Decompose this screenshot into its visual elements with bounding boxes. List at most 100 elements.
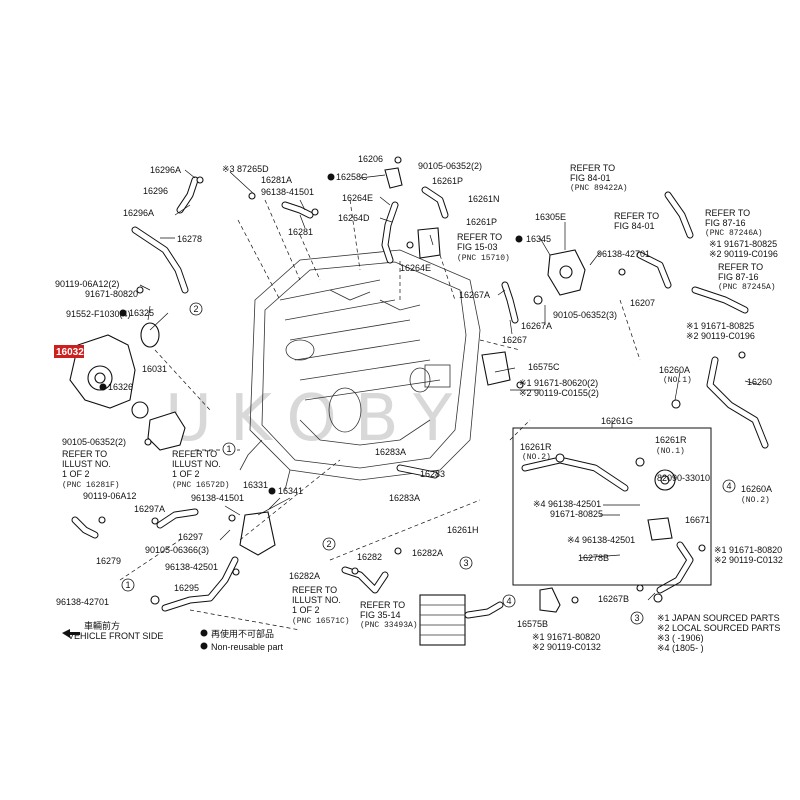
- highlight-box-16032: [54, 345, 84, 358]
- ref4-96138-42501-a: ※4 96138-42501: [533, 499, 601, 509]
- label-16305e: 16305E: [535, 212, 566, 222]
- label-16260a-1: 16260A: [659, 365, 690, 375]
- label-16341: 16341: [278, 486, 303, 496]
- label-16260a-2b: (NO.2): [741, 496, 770, 505]
- non-reusable-bullet-icon: [200, 629, 208, 637]
- label-16278: 16278: [177, 234, 202, 244]
- legend-front-en: VEHICLE FRONT SIDE: [68, 631, 163, 641]
- label-96138-41501-b: 96138-41501: [191, 493, 244, 503]
- label-87265d: ※3 87265D: [222, 164, 269, 174]
- ref-91671-80620: ※1 91671-80620(2): [519, 378, 598, 388]
- label-82090: 82090-33010: [657, 473, 710, 483]
- label-16261r-no1b: (NO.1): [656, 447, 685, 456]
- ref4-96138-42501-b: ※4 96138-42501: [567, 535, 635, 545]
- label-16260: 16260: [747, 377, 772, 387]
- engine-block: [239, 249, 481, 491]
- label-16264e-bot: 16264E: [400, 263, 431, 273]
- label-16283: 16283: [420, 469, 445, 479]
- non-reusable-bullet-icon-2: [200, 642, 208, 650]
- refer-illust-b-4: (PNC 16572D): [172, 481, 230, 490]
- label-90119-06a12-top: 90119-06A12(2): [55, 279, 119, 289]
- label-96138-41501-top: 96138-41501: [261, 187, 314, 197]
- label-16260a-2: 16260A: [741, 484, 772, 494]
- ref-90119-c0132-d: ※2 90119-C0132: [532, 642, 601, 652]
- refer-8401-top-a: REFER TO: [570, 163, 615, 173]
- legend-reuse-cn: 再使用不可部品: [211, 628, 274, 639]
- ref-91671-80825-b: ※1 91671-80825: [686, 321, 754, 331]
- refer-illust-b-1: REFER TO: [172, 449, 217, 459]
- refer-illust-a-3: 1 OF 2: [62, 469, 90, 479]
- ref-circle-2a: 2: [193, 304, 198, 314]
- label-91671-80820-top: 91671-80820: [85, 289, 138, 299]
- label-90105-06352-3: 90105-06352(3): [553, 310, 617, 320]
- ref-90119-c0155: ※2 90119-C0155(2): [519, 388, 599, 398]
- label-16207: 16207: [630, 298, 655, 308]
- ref-circle-4b: 4: [726, 481, 731, 491]
- legend-src2: ※2 LOCAL SOURCED PARTS: [657, 623, 780, 633]
- refer-1503-c: (PNC 15710): [457, 254, 510, 263]
- label-16326: 16326: [108, 382, 133, 392]
- label-90105-06366: 90105-06366(3): [145, 545, 209, 555]
- non-reusable-markers: [99, 173, 523, 495]
- label-16264e-top: 16264E: [342, 193, 373, 203]
- front-arrow-icon: [62, 629, 80, 638]
- refer-8716b-b: FIG 87-16: [718, 272, 759, 282]
- refer-illust-c-2: ILLUST NO.: [292, 595, 341, 605]
- label-16267a-1: 16267A: [459, 290, 490, 300]
- label-16282a-1: 16282A: [289, 571, 320, 581]
- label-16279: 16279: [96, 556, 121, 566]
- ref-circle-4a: 4: [506, 596, 511, 606]
- label-16297: 16297: [178, 532, 203, 542]
- ref-91671-80820-c: ※1 91671-80820: [714, 545, 782, 555]
- label-16282: 16282: [357, 552, 382, 562]
- ref-90119-c0132-c: ※2 90119-C0132: [714, 555, 783, 565]
- fasteners: [98, 156, 746, 605]
- label-16671: 16671: [685, 515, 710, 525]
- ref-circle-3a: 3: [463, 558, 468, 568]
- label-16325: 16325: [129, 308, 154, 318]
- ref-90119-c0196-a: ※2 90119-C0196: [709, 249, 778, 259]
- legend-src4: ※4 (1805- ): [657, 643, 704, 653]
- watermark: UKOBY: [165, 382, 470, 456]
- label-16261h: 16261H: [447, 525, 479, 535]
- refer-illust-b-3: 1 OF 2: [172, 469, 200, 479]
- refer-3514-b: FIG 35-14: [360, 610, 401, 620]
- legend: 車輛前方 VEHICLE FRONT SIDE 再使用不可部品 Non-reus…: [62, 613, 780, 653]
- refer-8716b-c: (PNC 87245A): [718, 283, 776, 292]
- label-16296a-mid: 16296A: [123, 208, 154, 218]
- label-16575b: 16575B: [517, 619, 548, 629]
- label-16261r-no1: 16261R: [655, 435, 687, 445]
- ref-circle-1b: 1: [125, 580, 130, 590]
- label-96138-42501-a: 96138-42501: [165, 562, 218, 572]
- refer-8716-c: (PNC 87246A): [705, 229, 763, 238]
- refer-illust-a-4: (PNC 16281F): [62, 481, 120, 490]
- label-96138-42701-l: 96138-42701: [56, 597, 109, 607]
- leader-lines: [119, 169, 761, 631]
- legend-src1: ※1 JAPAN SOURCED PARTS: [657, 613, 780, 623]
- label-16261g: 16261G: [601, 416, 633, 426]
- legend-front-cn: 車輛前方: [84, 620, 120, 631]
- ref-circle-1a: 1: [226, 444, 231, 454]
- refer-illust-a-1: REFER TO: [62, 449, 107, 459]
- label-16283a-2: 16283A: [389, 493, 420, 503]
- label-16206: 16206: [358, 154, 383, 164]
- label-16267: 16267: [502, 335, 527, 345]
- refer-8401-mid-b: FIG 84-01: [614, 221, 655, 231]
- refer-illust-b-2: ILLUST NO.: [172, 459, 221, 469]
- ref-91671-80825-a: ※1 91671-80825: [709, 239, 777, 249]
- label-16278b: 16278B: [578, 553, 609, 563]
- label-16258c: 16258C: [336, 172, 368, 182]
- label-16264d: 16264D: [338, 213, 370, 223]
- label-16296: 16296: [143, 186, 168, 196]
- label-16261p-2: 16261P: [466, 217, 497, 227]
- label-16281: 16281: [288, 227, 313, 237]
- refer-8401-top-c: (PNC 89422A): [570, 184, 628, 193]
- ref-91671-80820-d: ※1 91671-80820: [532, 632, 600, 642]
- refer-1503-b: FIG 15-03: [457, 242, 498, 252]
- part-labels: 16296A 16296 16296A 16278 90119-06A12(2)…: [54, 154, 783, 652]
- label-91552: 91552-F1030(4): [66, 309, 131, 319]
- label-90105-06352-top: 90105-06352(2): [418, 161, 482, 171]
- refer-illust-c-1: REFER TO: [292, 585, 337, 595]
